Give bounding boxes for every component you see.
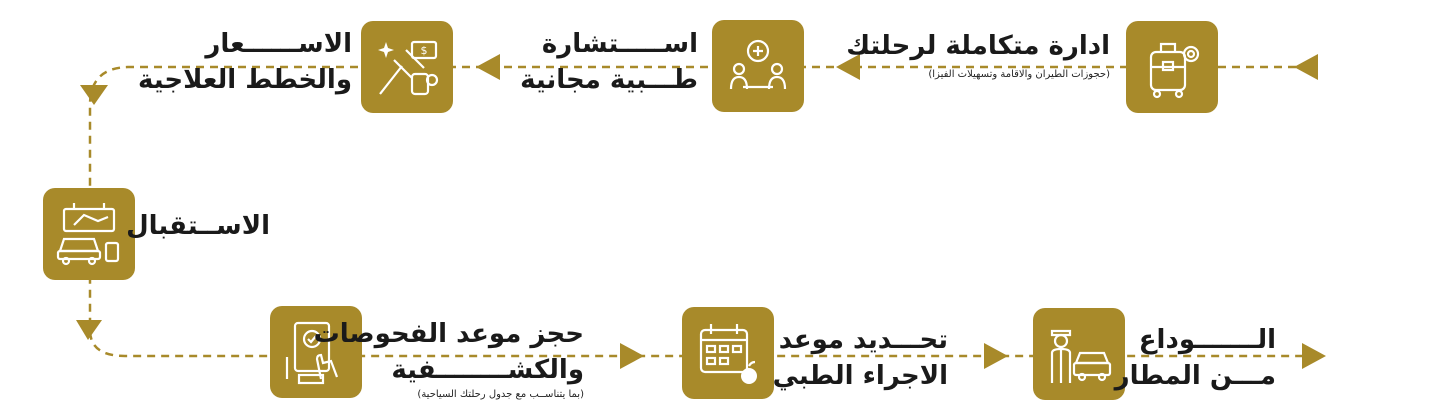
step-farewell-line1: الـــــــوداع [1138,325,1276,355]
step-consult-line1: اســـــتشارة [541,29,698,59]
step-reception-title: الاســتقبال [126,211,270,241]
chauffeur-car-icon [1050,329,1112,383]
step-prices-line2: والخطط العلاجية [137,65,352,95]
arrow-2 [476,54,500,80]
step-procedure-tile [682,307,774,399]
step-trip-title: ادارة متكاملة لرحلتك [846,31,1110,61]
step-exams-label: حجز موعد الفحوصات والكشــــــــفية (بما … [314,316,584,402]
calendar-icon [699,324,757,384]
step-procedure-label: تحـــديد موعد الاجراء الطبي [773,322,948,394]
arrow-3 [80,85,108,105]
step-prices-line1: الاســــــعار [205,29,352,59]
step-procedure-line1: تحـــديد موعد [778,325,948,355]
step-exams-note: (بما يتناســب مع جدول رحلتك السياحية) [417,389,584,400]
step-trip-tile [1126,21,1218,113]
arrow-6 [984,343,1008,369]
step-exams-line1: حجز موعد الفحوصات [313,319,584,349]
airport-car-icon [56,203,120,266]
step-prices-tile: $ [361,21,453,113]
step-exams-line2: والكشــــــــفية [391,355,584,385]
step-consult-line2: طـــبية مجانية [520,65,698,95]
step-farewell-line2: مـــن المطار [1114,361,1276,391]
medicine-money-icon: $ [378,40,439,96]
step-farewell-label: الـــــــوداع مـــن المطار [1115,322,1276,394]
step-prices-label: الاســــــعار والخطط العلاجية [138,26,352,98]
step-procedure-line2: الاجراء الطبي [772,361,948,391]
arrow-5 [620,343,644,369]
arrow-start [1294,54,1318,80]
step-consult-tile [712,20,804,112]
step-trip-note: (حجوزات الطيران والاقامة وتسهيلات الفيزا… [928,69,1110,80]
consultation-icon [729,39,787,90]
step-exams-tile [270,306,362,398]
arrow-1 [836,54,860,80]
step-reception-label: الاســتقبال [126,208,270,244]
tablet-tap-icon [285,321,339,385]
step-reception-tile [43,188,135,280]
arrow-4 [76,320,102,340]
step-consult-label: اســـــتشارة طـــبية مجانية [520,26,698,98]
arrow-end [1302,343,1326,369]
step-trip-label: ادارة متكاملة لرحلتك (حجوزات الطيران وال… [846,28,1110,82]
luggage-icon [1149,42,1200,99]
step-farewell-tile [1033,308,1125,400]
svg-text:$: $ [421,44,428,57]
